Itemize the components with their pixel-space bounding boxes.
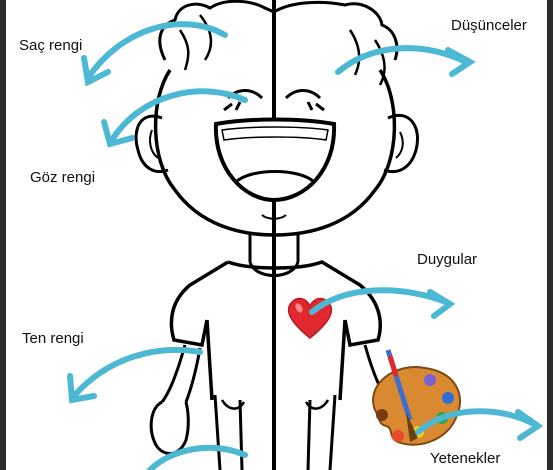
label-thoughts: Düşünceler — [451, 17, 527, 34]
right-ear-inner — [395, 131, 404, 159]
label-talents: Yetenekler — [430, 450, 501, 467]
left-hand — [149, 400, 190, 455]
arrow-hair-head — [81, 55, 111, 87]
left-ear — [134, 114, 169, 174]
arrow-thoughts-head — [445, 47, 476, 77]
shirt-collar — [248, 261, 300, 277]
head-outline — [153, 69, 397, 237]
neck — [248, 232, 300, 262]
label-hair-color: Saç rengi — [19, 37, 83, 54]
right-eye — [284, 89, 325, 112]
paintbrush-icon — [385, 349, 418, 442]
left-border — [0, 0, 6, 470]
arrow-skin-head — [67, 373, 97, 404]
arrow-bottom — [147, 444, 248, 470]
pants-cuffs — [220, 399, 330, 410]
arrow-talents — [415, 408, 537, 435]
chin-line — [261, 214, 287, 220]
right-border — [547, 0, 553, 470]
pants — [213, 394, 337, 470]
arrow-thoughts — [335, 45, 469, 75]
arrow-skin — [71, 347, 203, 399]
label-skin-color: Ten rengi — [22, 330, 84, 347]
teeth — [221, 126, 329, 141]
shirt-sides — [205, 319, 347, 401]
tongue-line — [234, 170, 316, 184]
hair-outline — [158, 0, 399, 61]
arrow-eye — [109, 88, 248, 143]
arrow-eye-head — [101, 119, 135, 148]
right-ear — [383, 113, 419, 174]
arrow-feelings — [309, 287, 449, 315]
arrow-talents-head — [515, 409, 544, 441]
label-eye-color: Göz rengi — [30, 169, 96, 186]
arrow-feelings-head — [427, 289, 456, 319]
left-ear-inner — [149, 129, 159, 159]
shirt-shoulders — [169, 260, 382, 348]
hair-strands — [178, 14, 386, 86]
arrows — [67, 21, 544, 470]
arrow-hair — [85, 21, 228, 81]
label-feelings: Duygular — [417, 251, 478, 268]
mouth — [213, 117, 337, 203]
